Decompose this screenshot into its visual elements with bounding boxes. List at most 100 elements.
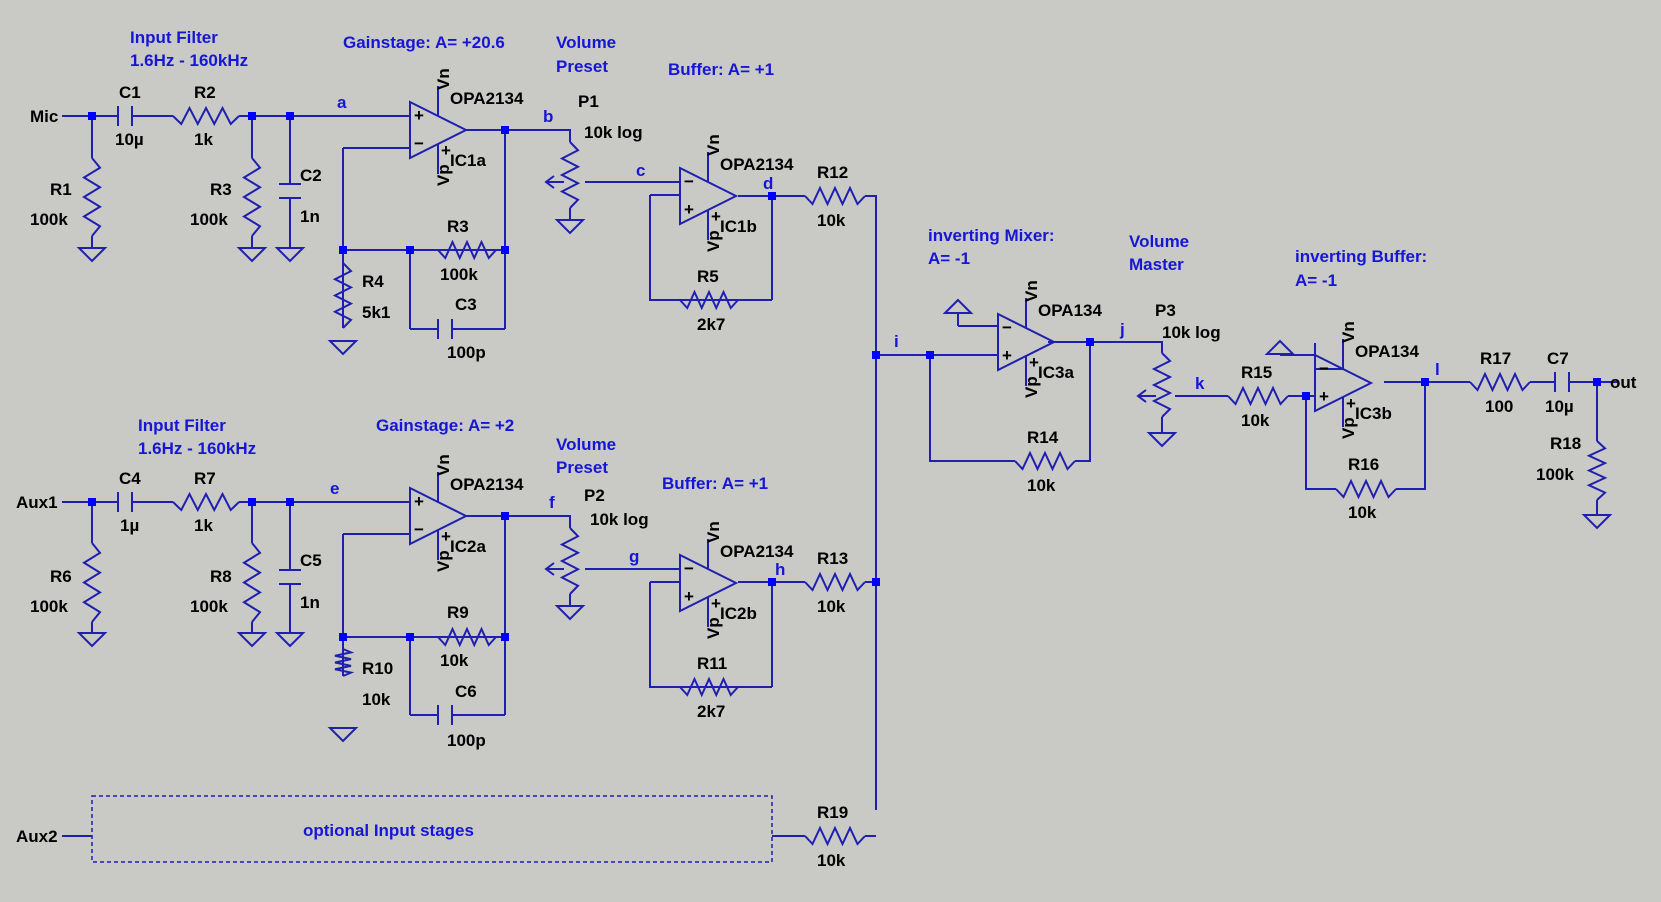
resistor-r5-ref: R5	[697, 267, 719, 286]
resistor-r18	[1586, 440, 1608, 501]
capacitor-c5-ref: C5	[300, 551, 322, 570]
comment-volume-master: Volume	[1129, 232, 1189, 251]
comment-preset-2: Preset	[556, 458, 608, 477]
capacitor-c3-value: 100p	[447, 343, 486, 362]
potentiometer-p3-ref: P3	[1155, 301, 1176, 320]
comment-input-filter-1-range: 1.6Hz - 160kHz	[130, 51, 248, 70]
opamp-ic2b-vp: Vp	[704, 617, 723, 639]
resistor-r11	[679, 676, 739, 698]
resistor-r13-value: 10k	[817, 597, 846, 616]
resistor-r11-ref: R11	[697, 654, 727, 673]
comment-volume-1: Volume	[556, 33, 616, 52]
potentiometer-p1-value: 10k log	[584, 123, 643, 142]
resistor-r14-value: 10k	[1027, 476, 1056, 495]
net-k: k	[1195, 374, 1205, 393]
capacitor-c2	[279, 183, 301, 199]
ground-symbol	[554, 605, 586, 621]
opamp-ic2b-model: OPA2134	[720, 542, 794, 561]
resistor-r16	[1335, 478, 1397, 500]
resistor-r5	[679, 289, 739, 311]
comment-volume-2: Volume	[556, 435, 616, 454]
comment-input-filter-2-range: 1.6Hz - 160kHz	[138, 439, 256, 458]
resistor-r18-value: 100k	[1536, 465, 1574, 484]
opamp-ic3b-vn: Vn	[1339, 321, 1358, 343]
capacitor-c5-value: 1n	[300, 593, 320, 612]
opamp-ic3b-bottom-input-sign: +	[1319, 387, 1329, 406]
opamp-ic1a-vp: Vp	[434, 164, 453, 186]
resistor-r15-ref: R15	[1241, 363, 1272, 382]
resistor-r3b-ref: R3	[447, 217, 469, 236]
opamp-ic2a-vn: Vn	[434, 454, 453, 476]
comment-buffer-1: Buffer: A= +1	[668, 60, 774, 79]
ground-symbol	[327, 727, 359, 743]
net-h: h	[775, 560, 785, 579]
opamp-ic1a-bottom-input-sign: −	[414, 134, 424, 153]
optional-input-stages-box	[91, 795, 773, 863]
port-aux1: Aux1	[16, 493, 58, 512]
opamp-ic2a-model: OPA2134	[450, 475, 524, 494]
resistor-r4-value: 5k1	[362, 303, 390, 322]
comment-buffer-2: Buffer: A= +1	[662, 474, 768, 493]
resistor-r2	[172, 105, 240, 127]
potentiometer-p1	[544, 141, 581, 209]
capacitor-c3	[437, 319, 453, 339]
comment-mixer-gain: A= -1	[928, 249, 970, 268]
opamp-ic2a	[409, 472, 469, 560]
capacitor-c7-ref: C7	[1547, 349, 1569, 368]
resistor-r8	[242, 542, 262, 623]
resistor-r10	[334, 648, 355, 677]
opamp-ic1b-vp: Vp	[704, 230, 723, 252]
capacitor-c1-ref: C1	[119, 83, 141, 102]
opamp-ic3b-ref: IC3b	[1355, 404, 1392, 423]
resistor-r4-ref: R4	[362, 272, 384, 291]
comment-input-filter-1: Input Filter	[130, 28, 218, 47]
opamp-ic3b-top-input-sign: −	[1319, 359, 1329, 378]
opamp-ic1b-ref: IC1b	[720, 217, 757, 236]
ground-symbol	[274, 632, 306, 648]
capacitor-c1-value: 10µ	[115, 130, 144, 149]
resistor-r6-ref: R6	[50, 567, 72, 586]
capacitor-c6-ref: C6	[455, 682, 477, 701]
port-aux2: Aux2	[16, 827, 58, 846]
resistor-r3a-ref: R3	[210, 180, 232, 199]
resistor-r12	[804, 185, 866, 207]
port-out: out	[1610, 373, 1637, 392]
opamp-ic2a-vp: Vp	[434, 550, 453, 572]
capacitor-c5	[279, 569, 301, 585]
resistor-r4	[332, 262, 354, 329]
potentiometer-p3-value: 10k log	[1162, 323, 1221, 342]
comment-inverting-buffer: inverting Buffer:	[1295, 247, 1427, 266]
net-l: l	[1435, 360, 1440, 379]
opamp-ic1b-vn: Vn	[704, 134, 723, 156]
opamp-ic3a-bottom-input-sign: +	[1002, 346, 1012, 365]
opamp-ic2a-top-input-sign: +	[414, 492, 424, 511]
resistor-r1-ref: R1	[50, 180, 72, 199]
resistor-r1	[82, 157, 102, 237]
opamp-ic1b-bottom-input-sign: +	[684, 200, 694, 219]
opamp-ic3b-supply-plus: +	[1346, 394, 1356, 413]
capacitor-c2-value: 1n	[300, 207, 320, 226]
net-e: e	[330, 479, 339, 498]
net-c: c	[636, 161, 645, 180]
resistor-r18-ref: R18	[1550, 434, 1581, 453]
opamp-ic1b-model: OPA2134	[720, 155, 794, 174]
resistor-r9-value: 10k	[440, 651, 469, 670]
resistor-r7-value: 1k	[194, 516, 213, 535]
capacitor-c4-value: 1µ	[120, 516, 139, 535]
resistor-r10-value: 10k	[362, 690, 391, 709]
resistor-r15	[1227, 385, 1289, 407]
capacitor-c7	[1554, 372, 1570, 392]
resistor-r17-value: 100	[1485, 397, 1513, 416]
opamp-ic2b	[679, 539, 739, 627]
opamp-ic3b-model: OPA134	[1355, 342, 1419, 361]
resistor-r3b	[437, 239, 497, 261]
opamp-ic3a-vn: Vn	[1022, 280, 1041, 302]
opamp-ic2b-vn: Vn	[704, 521, 723, 543]
potentiometer-p3	[1136, 352, 1173, 418]
opamp-ic2b-ref: IC2b	[720, 604, 757, 623]
resistor-r2-ref: R2	[194, 83, 216, 102]
opamp-ic3a-vp: Vp	[1022, 376, 1041, 398]
capacitor-c3-ref: C3	[455, 295, 477, 314]
ground-symbol	[1146, 432, 1178, 448]
opamp-ic1a-supply-plus: +	[441, 141, 451, 160]
